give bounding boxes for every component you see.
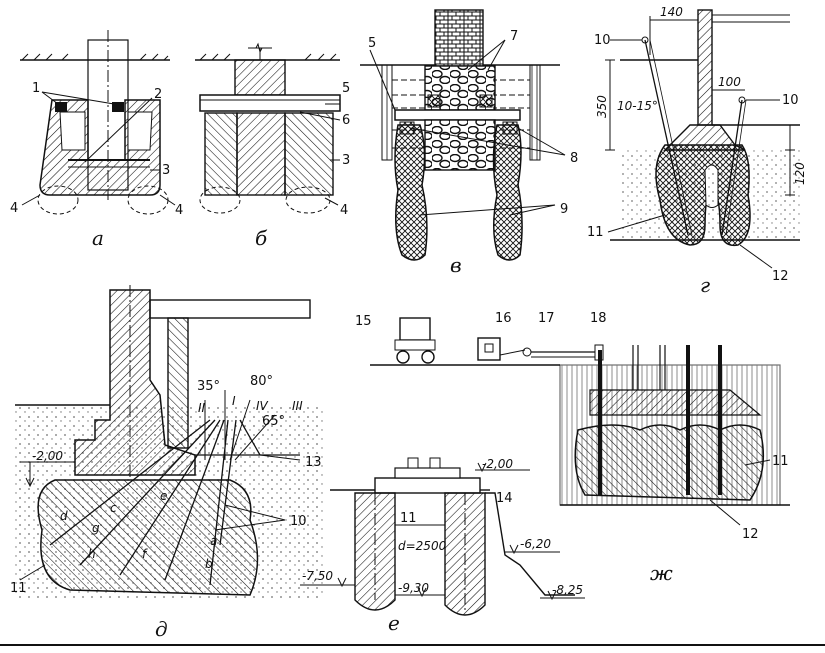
label-14: 14 bbox=[496, 491, 513, 506]
label-11e: 11 bbox=[400, 511, 417, 526]
label-7: 7 bbox=[510, 29, 518, 44]
level-d: -2,00 bbox=[32, 449, 63, 463]
dim-120: 120 bbox=[793, 162, 807, 185]
caption-zh: ж bbox=[650, 561, 673, 585]
level-e-620: -6,20 bbox=[520, 537, 551, 551]
letter-e: e bbox=[160, 489, 167, 503]
roman-III: III bbox=[292, 399, 303, 413]
dim-140: 140 bbox=[660, 5, 683, 19]
label-5: 5 bbox=[342, 81, 350, 96]
caption-e: е bbox=[388, 611, 400, 635]
caption-d: д bbox=[155, 617, 168, 641]
label-11d: 11 bbox=[10, 581, 27, 596]
panel-zh: 15 16 17 18 11 12 ж bbox=[355, 311, 790, 585]
caption-v: в bbox=[450, 253, 462, 277]
label-16: 16 bbox=[495, 311, 512, 326]
panel-v: 5 7 8 9 в bbox=[360, 9, 578, 277]
label-1: 1 bbox=[32, 81, 40, 96]
panel-g: 10 10 11 12 140 100 350 10-15° 120 г bbox=[587, 5, 807, 297]
label-8: 8 bbox=[570, 151, 578, 166]
angle-35: 35° bbox=[197, 379, 220, 394]
letter-b: b bbox=[205, 557, 213, 571]
label-2: 2 bbox=[154, 87, 162, 102]
dim-100: 100 bbox=[718, 75, 741, 89]
label-13: 13 bbox=[305, 455, 322, 470]
letter-f: f bbox=[142, 547, 148, 561]
roman-IV: IV bbox=[256, 399, 269, 413]
label-10d: 10 bbox=[290, 514, 307, 529]
label-3b: 3 bbox=[342, 153, 350, 168]
label-15: 15 bbox=[355, 314, 372, 329]
label-18: 18 bbox=[590, 311, 607, 326]
angle-80: 80° bbox=[250, 374, 273, 389]
label-3: 3 bbox=[162, 163, 170, 178]
panel-b: 5 6 3 4 б bbox=[195, 42, 350, 250]
level-e-750: -7,50 bbox=[302, 569, 333, 583]
label-10-right: 10 bbox=[782, 93, 799, 108]
letter-h: h bbox=[88, 547, 96, 561]
angle-65: 65° bbox=[262, 414, 285, 429]
label-17: 17 bbox=[538, 311, 555, 326]
dim-angle: 10-15° bbox=[617, 99, 658, 113]
level-e-930: -9,30 bbox=[398, 581, 429, 595]
label-9: 9 bbox=[560, 202, 568, 217]
label-12g: 12 bbox=[772, 269, 789, 284]
diameter: d=2500 bbox=[398, 539, 447, 553]
label-4b: 4 bbox=[340, 203, 348, 218]
label-6: 6 bbox=[342, 113, 350, 128]
roman-I: I bbox=[232, 394, 236, 408]
panel-d: -2,00 35° 80° 65° II I IV III a b c d e … bbox=[10, 285, 325, 641]
letter-a: a bbox=[210, 534, 217, 548]
label-11g: 11 bbox=[587, 225, 604, 240]
roman-II: II bbox=[198, 401, 206, 415]
label-10-left: 10 bbox=[594, 33, 611, 48]
label-4-left: 4 bbox=[10, 201, 18, 216]
label-11zh: 11 bbox=[772, 454, 789, 469]
caption-g: г bbox=[700, 273, 710, 297]
letter-c: c bbox=[110, 501, 117, 515]
letter-d: d bbox=[60, 509, 68, 523]
label-5v: 5 bbox=[368, 36, 376, 51]
panel-a: 1 2 3 4 4 а bbox=[10, 30, 183, 250]
label-4-right: 4 bbox=[175, 203, 183, 218]
letter-g: g bbox=[92, 521, 100, 535]
dim-350: 350 bbox=[595, 95, 609, 118]
level-e-top: -2,00 bbox=[482, 457, 513, 471]
level-e-825: -8,25 bbox=[552, 583, 583, 597]
label-12zh: 12 bbox=[742, 527, 759, 542]
caption-a: а bbox=[92, 226, 104, 250]
panel-e: -2,00 -7,50 -9,30 -6,20 -8,25 d=2500 11 … bbox=[300, 457, 585, 635]
caption-b: б bbox=[255, 226, 268, 250]
